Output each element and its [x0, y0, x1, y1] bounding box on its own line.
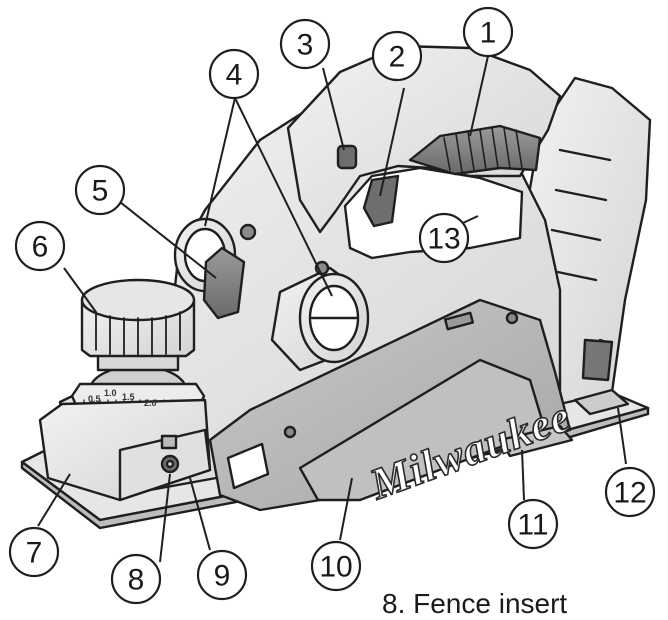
callout-number-3: 3 — [297, 29, 314, 62]
trigger-switch — [362, 174, 400, 228]
leader-line-4a — [204, 97, 236, 227]
callout-circle-6 — [14, 220, 66, 272]
leader-line-2 — [379, 87, 405, 197]
callout-circle-2 — [371, 30, 423, 82]
leader-line-12 — [617, 407, 627, 465]
callout-number-4: 4 — [226, 59, 243, 92]
leader-line-11 — [521, 449, 525, 501]
leader-line-3 — [322, 67, 345, 151]
depth-scale-label-1: 1.0 — [104, 388, 117, 398]
battery-latch — [581, 338, 614, 382]
leader-lines — [37, 55, 627, 563]
callout-circle-5 — [74, 164, 126, 216]
leader-line-10 — [339, 477, 353, 541]
callout-number-2: 2 — [389, 41, 406, 74]
parking-shoe — [573, 388, 630, 416]
side-cover-vent — [226, 442, 270, 490]
leader-line-5 — [119, 201, 217, 279]
callout-circle-10 — [310, 540, 362, 592]
depth-knob-top — [80, 278, 196, 322]
callout-circle-8 — [110, 553, 162, 605]
leader-line-7 — [37, 473, 71, 527]
depth-knob-grooves — [95, 311, 181, 357]
callout-number-12: 12 — [613, 477, 646, 510]
callout-circle-4 — [208, 48, 260, 100]
leader-line-1 — [469, 55, 489, 137]
callout-number-9: 9 — [214, 560, 231, 593]
fence-insert-slot — [160, 434, 178, 450]
callout-number-5: 5 — [92, 175, 109, 208]
lock-off-button — [336, 144, 358, 170]
callout-circle-9 — [196, 549, 248, 601]
fence-insert-center — [165, 459, 175, 469]
cover-screw — [505, 311, 519, 325]
callout-circle-12 — [604, 466, 656, 518]
model-badge — [443, 311, 475, 331]
side-cover — [208, 298, 572, 512]
leader-line-6 — [63, 267, 97, 313]
planer-drawing — [20, 44, 652, 530]
handle-grip — [408, 124, 542, 176]
cover-screw — [283, 425, 297, 439]
depth-scale-label-3: 2.0 — [144, 398, 157, 408]
depth-scale-label-2: 1.5 — [122, 392, 135, 402]
callout-number-7: 7 — [26, 537, 43, 570]
callout-number-13: 13 — [427, 223, 460, 256]
depth-scale-label-0: 0.5 — [88, 394, 101, 404]
rear-shoe — [498, 424, 574, 458]
callout-number-1: 1 — [480, 17, 497, 50]
callout-number-6: 6 — [32, 231, 49, 264]
callout-circle-11 — [507, 498, 559, 550]
main-handle — [286, 44, 562, 234]
lever-pivot — [239, 223, 257, 241]
leader-line-9 — [189, 477, 211, 551]
callout-circle-3 — [279, 18, 331, 70]
callout-number-11: 11 — [517, 509, 548, 542]
callout-circle-1 — [462, 6, 514, 58]
chip-ejection-lever — [202, 246, 246, 320]
caption-fence-insert: 8. Fence insert — [382, 588, 568, 619]
callout-number-8: 8 — [128, 564, 145, 597]
leader-line-4b — [234, 97, 333, 297]
callout-circle-7 — [8, 526, 60, 578]
callout-circle-13 — [418, 212, 470, 264]
handle-grip-ribs — [443, 127, 523, 173]
callout-numbers: 1 2 3 4 5 6 7 8 9 10 11 12 13 — [26, 17, 647, 597]
callout-number-10: 10 — [319, 551, 352, 584]
callouts — [8, 6, 656, 605]
battery-ribs — [546, 148, 614, 346]
leader-line-8 — [159, 473, 171, 563]
